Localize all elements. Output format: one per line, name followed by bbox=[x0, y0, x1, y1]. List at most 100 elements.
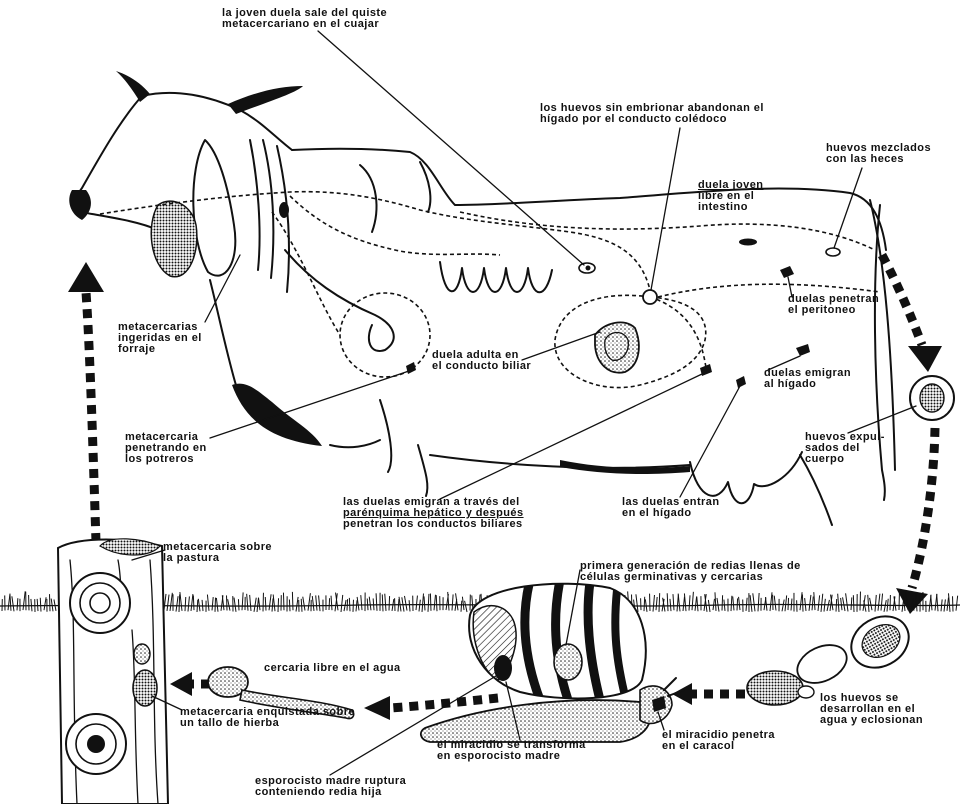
grass-blade bbox=[465, 601, 467, 612]
grass-blade bbox=[292, 592, 293, 610]
grass-blade bbox=[303, 597, 305, 611]
grass-blade bbox=[814, 592, 815, 610]
grass-blade bbox=[369, 597, 371, 611]
label-flukes-migrate-liver: duelas emigran al hígado bbox=[764, 368, 851, 390]
label-metacercaria-penetrating: metacercaria penetrando en los potreros bbox=[125, 432, 207, 465]
grass-blade bbox=[887, 599, 888, 612]
grass-blade bbox=[818, 595, 820, 611]
grass-blade bbox=[875, 595, 876, 612]
arrow-head-up bbox=[68, 262, 104, 292]
label-line: cuerpo bbox=[805, 454, 885, 465]
grass-blade bbox=[31, 599, 32, 611]
grass-blade bbox=[356, 600, 357, 611]
grass-blade bbox=[185, 597, 186, 611]
grass-blade bbox=[659, 593, 660, 612]
grass-blade bbox=[846, 593, 848, 611]
grass-blade bbox=[8, 594, 10, 610]
label-line: forraje bbox=[118, 344, 202, 355]
label-line: conteniendo redia hija bbox=[255, 787, 406, 798]
grass-blade bbox=[843, 597, 845, 611]
grass-blade bbox=[695, 596, 697, 610]
redia-in-snail bbox=[554, 644, 582, 680]
grass-blade bbox=[308, 593, 310, 611]
rumen-outline bbox=[440, 262, 552, 292]
grass-blade bbox=[941, 599, 942, 611]
grass-blade bbox=[212, 597, 213, 610]
label-metacercaria-pasture: metacercaria sobre la pastura bbox=[163, 542, 272, 564]
grass-blade bbox=[349, 598, 350, 611]
label-line: un tallo de hierba bbox=[180, 718, 355, 729]
label-cercaria-free: cercaria libre en el agua bbox=[264, 663, 401, 674]
grass-blade bbox=[247, 594, 248, 611]
arrow-head-down bbox=[908, 346, 942, 372]
label-flukes-parenchyma: las duelas emigran a través del parénqui… bbox=[343, 497, 524, 530]
grass-blade bbox=[881, 594, 883, 611]
grass-blade bbox=[452, 594, 453, 610]
grass-blade bbox=[791, 599, 792, 611]
label-metacercaria-encysted: metacercaria enquistada sobre un tallo d… bbox=[180, 707, 355, 729]
grass-blade bbox=[770, 592, 772, 611]
grass-blade bbox=[234, 598, 236, 612]
bile-duct-junction bbox=[643, 290, 657, 304]
label-flukes-enter-liver: las duelas entran en el hígado bbox=[622, 497, 720, 519]
grass-blade bbox=[202, 600, 203, 611]
grass-blade bbox=[683, 597, 684, 611]
grass-blade bbox=[44, 597, 46, 610]
grass-blade bbox=[758, 593, 759, 611]
label-eggs-feces: huevos mezclados con las heces bbox=[826, 143, 931, 165]
grass-blade bbox=[947, 598, 948, 611]
grass-blade bbox=[316, 595, 317, 610]
egg-in-feces-marker bbox=[826, 248, 840, 256]
grass-blade bbox=[753, 593, 755, 611]
grass-stem-stump bbox=[58, 539, 168, 804]
label-line: en esporocisto madre bbox=[437, 751, 586, 762]
grass-blade bbox=[312, 596, 314, 611]
cow-muzzle bbox=[69, 190, 91, 220]
leader-adult-fluke bbox=[522, 332, 600, 360]
grass-blade bbox=[684, 593, 686, 611]
cow-neck-fold bbox=[277, 146, 289, 292]
leader-eggs-expelled bbox=[848, 406, 916, 433]
label-line: agua y eclosionan bbox=[820, 715, 923, 726]
leader-eggs-bile-duct bbox=[651, 128, 680, 290]
grass-blade bbox=[296, 597, 298, 612]
label-mother-sporocyst: esporocisto madre ruptura conteniendo re… bbox=[255, 776, 406, 798]
egg-small bbox=[798, 686, 814, 698]
grass-blade bbox=[373, 598, 374, 610]
leader-metacercariae-ingested bbox=[205, 255, 240, 322]
grass-blade bbox=[462, 597, 464, 610]
grass-blade bbox=[269, 594, 271, 610]
leader-flukes-enter-liver bbox=[680, 386, 740, 497]
grass-blade bbox=[782, 600, 784, 612]
adult-fluke-in-liver bbox=[595, 322, 639, 372]
arrow-head-stem bbox=[170, 672, 192, 696]
grass-blade bbox=[788, 598, 789, 610]
grass-blade bbox=[301, 599, 302, 612]
grass-blade bbox=[737, 598, 738, 610]
grass-blade bbox=[448, 592, 449, 611]
grass-blade bbox=[347, 599, 348, 611]
grass-blade bbox=[715, 592, 716, 611]
grass-blade bbox=[424, 596, 425, 610]
grass-blade bbox=[422, 593, 423, 611]
cow-front-leg bbox=[330, 440, 380, 447]
grass-blade bbox=[812, 596, 813, 610]
stump-ring-outer bbox=[70, 573, 130, 633]
grass-blade bbox=[167, 595, 169, 611]
grass-blade bbox=[259, 598, 260, 610]
grass-blade bbox=[409, 600, 410, 611]
label-line: intestino bbox=[698, 202, 763, 213]
grass-blade bbox=[824, 599, 825, 612]
grass-blade bbox=[937, 594, 938, 611]
free-miracidium bbox=[747, 671, 803, 705]
young-fluke-intestine-marker bbox=[739, 239, 757, 246]
label-eggs-expelled: huevos expul- sados del cuerpo bbox=[805, 432, 885, 465]
grass-blade bbox=[12, 596, 14, 611]
lung-dashed-region bbox=[340, 293, 430, 377]
grass-blade bbox=[170, 593, 172, 611]
grass-blade bbox=[733, 596, 734, 610]
grass-blade bbox=[283, 593, 284, 611]
grass-blade bbox=[678, 594, 680, 612]
grass-blade bbox=[207, 595, 209, 611]
grass-blade bbox=[436, 595, 437, 611]
